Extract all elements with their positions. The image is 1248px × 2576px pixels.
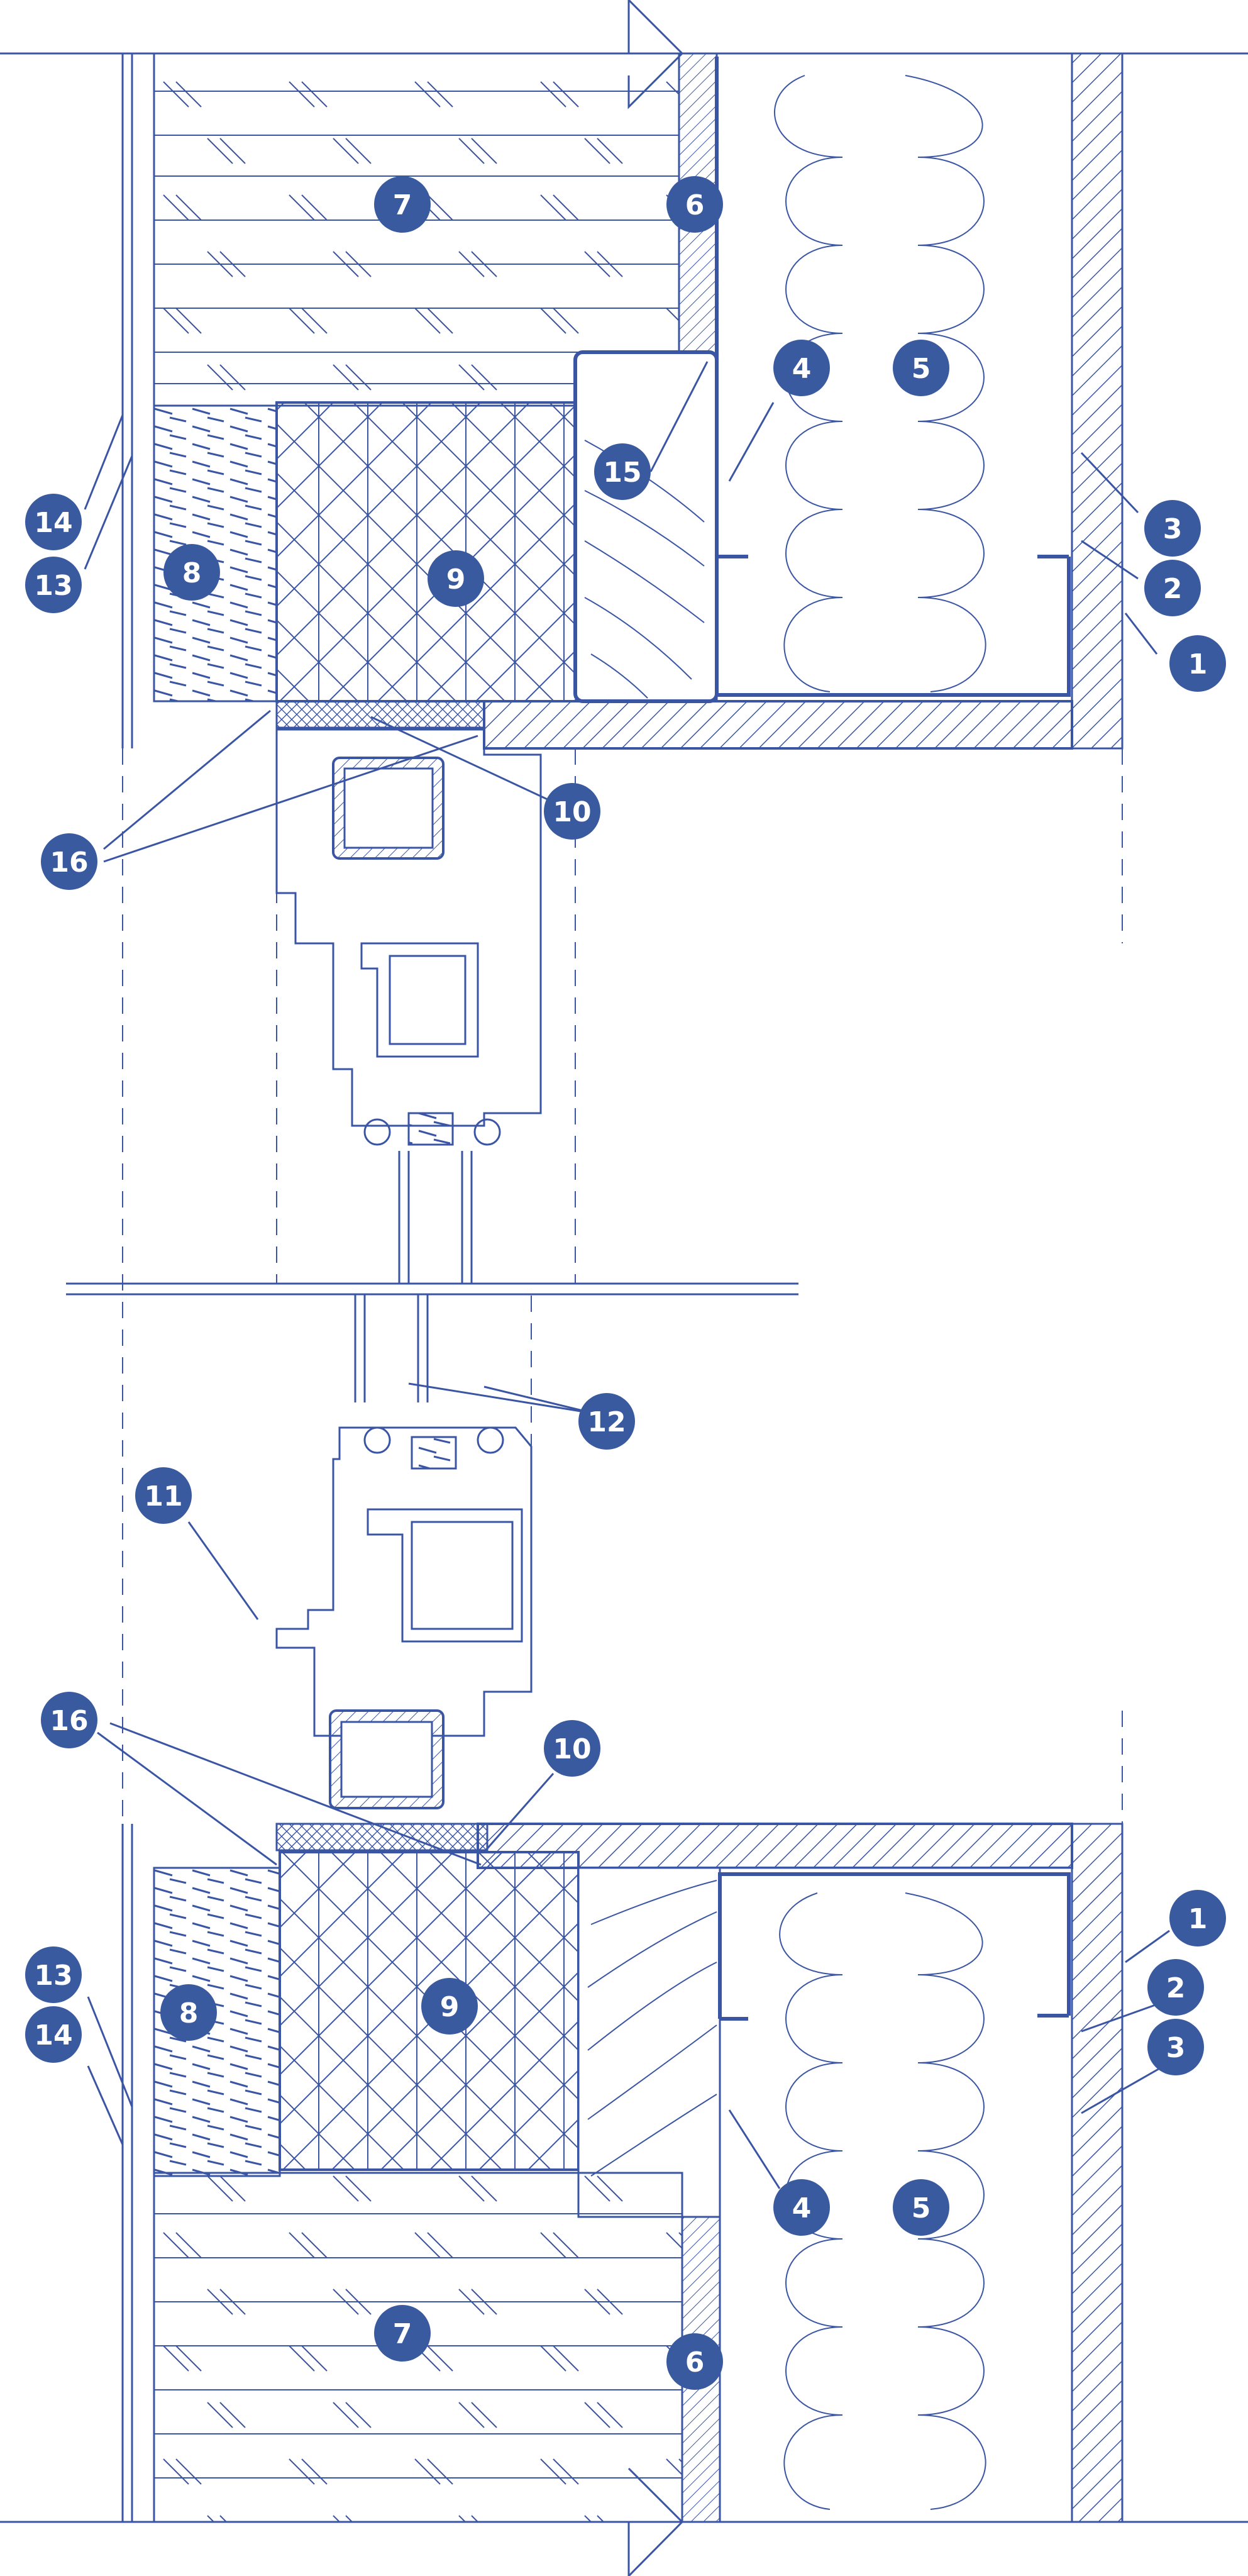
callout-8-top: 8 bbox=[163, 544, 220, 601]
svg-text:8: 8 bbox=[182, 557, 202, 589]
callout-12: 12 bbox=[578, 1393, 635, 1450]
callout-9-top: 9 bbox=[428, 550, 484, 607]
svg-text:8: 8 bbox=[179, 1997, 199, 2029]
callout-2-top: 2 bbox=[1144, 560, 1201, 616]
svg-text:6: 6 bbox=[685, 189, 705, 221]
svg-text:10: 10 bbox=[553, 1733, 591, 1765]
seal-tape-top bbox=[275, 700, 485, 729]
drywall-top bbox=[1071, 52, 1124, 750]
svg-text:5: 5 bbox=[912, 353, 931, 385]
svg-text:1: 1 bbox=[1188, 648, 1208, 680]
callout-1-bottom: 1 bbox=[1169, 1890, 1226, 1946]
callout-badges: 7 6 4 5 15 14 13 8 9 3 2 1 10 16 12 11 1… bbox=[25, 176, 1226, 2390]
glazing-bead-gasket-bottom bbox=[411, 1436, 457, 1470]
svg-text:7: 7 bbox=[393, 2318, 412, 2350]
svg-text:5: 5 bbox=[912, 2192, 931, 2224]
foam-block-top bbox=[275, 401, 580, 702]
callout-14-top: 14 bbox=[25, 494, 82, 550]
svg-text:13: 13 bbox=[34, 1960, 72, 1992]
callout-6-top: 6 bbox=[666, 176, 723, 233]
svg-text:9: 9 bbox=[446, 564, 466, 596]
callout-7-bottom: 7 bbox=[374, 2305, 431, 2362]
bottom-wall-assembly bbox=[153, 1823, 1124, 2576]
glazing-bead-gasket-top bbox=[407, 1112, 454, 1146]
steel-channel-bottom bbox=[718, 1872, 1071, 2021]
callout-2-bottom: 2 bbox=[1147, 1959, 1204, 2016]
seal-tape-bottom bbox=[275, 1823, 489, 1852]
callout-16-bottom: 16 bbox=[41, 1692, 97, 1748]
callout-15: 15 bbox=[594, 443, 651, 500]
lintel-plate-top bbox=[483, 700, 1073, 750]
callout-14-bottom: 14 bbox=[25, 2006, 82, 2063]
svg-text:13: 13 bbox=[34, 570, 72, 602]
svg-text:16: 16 bbox=[50, 1705, 88, 1737]
drywall-bottom bbox=[1071, 1823, 1124, 2523]
window-frame-top bbox=[275, 728, 542, 1283]
svg-text:1: 1 bbox=[1188, 1903, 1208, 1935]
svg-text:4: 4 bbox=[792, 353, 812, 385]
timber-bottom bbox=[577, 1867, 721, 2218]
callout-9-bottom: 9 bbox=[421, 1978, 478, 2035]
svg-text:7: 7 bbox=[393, 189, 412, 221]
svg-text:16: 16 bbox=[50, 847, 88, 879]
svg-text:14: 14 bbox=[34, 2019, 72, 2051]
callout-16-top: 16 bbox=[41, 833, 97, 890]
callout-11: 11 bbox=[135, 1467, 192, 1524]
callout-8-bottom: 8 bbox=[160, 1984, 217, 2041]
callout-3-bottom: 3 bbox=[1147, 2019, 1204, 2075]
timber-top bbox=[573, 350, 719, 703]
callout-13-bottom: 13 bbox=[25, 1946, 82, 2003]
callout-4-bottom: 4 bbox=[773, 2179, 830, 2236]
callout-3-top: 3 bbox=[1144, 500, 1201, 557]
svg-text:4: 4 bbox=[792, 2192, 812, 2224]
svg-text:15: 15 bbox=[603, 457, 641, 489]
callout-7-top: 7 bbox=[374, 176, 431, 233]
svg-text:12: 12 bbox=[587, 1406, 626, 1438]
svg-text:14: 14 bbox=[34, 507, 72, 539]
steel-channel-top bbox=[715, 57, 1071, 697]
callout-1-top: 1 bbox=[1169, 635, 1226, 692]
svg-text:3: 3 bbox=[1166, 2032, 1186, 2064]
callout-10-bottom: 10 bbox=[544, 1720, 600, 1777]
svg-text:9: 9 bbox=[440, 1991, 460, 2023]
svg-text:2: 2 bbox=[1163, 573, 1183, 605]
cladding-board-top bbox=[153, 52, 680, 407]
callout-10-top: 10 bbox=[544, 783, 600, 840]
svg-text:11: 11 bbox=[144, 1480, 182, 1513]
window-frame-bottom bbox=[275, 1294, 533, 1809]
leader-lines bbox=[84, 361, 1170, 2189]
callout-4-top: 4 bbox=[773, 340, 830, 396]
callout-13-top: 13 bbox=[25, 557, 82, 613]
svg-text:3: 3 bbox=[1163, 513, 1183, 545]
top-wall-assembly bbox=[153, 0, 1124, 750]
callout-5-bottom: 5 bbox=[893, 2179, 949, 2236]
callout-5-top: 5 bbox=[893, 340, 949, 396]
svg-text:6: 6 bbox=[685, 2346, 705, 2379]
svg-text:10: 10 bbox=[553, 796, 591, 828]
svg-text:2: 2 bbox=[1166, 1972, 1186, 2004]
callout-6-bottom: 6 bbox=[666, 2333, 723, 2390]
